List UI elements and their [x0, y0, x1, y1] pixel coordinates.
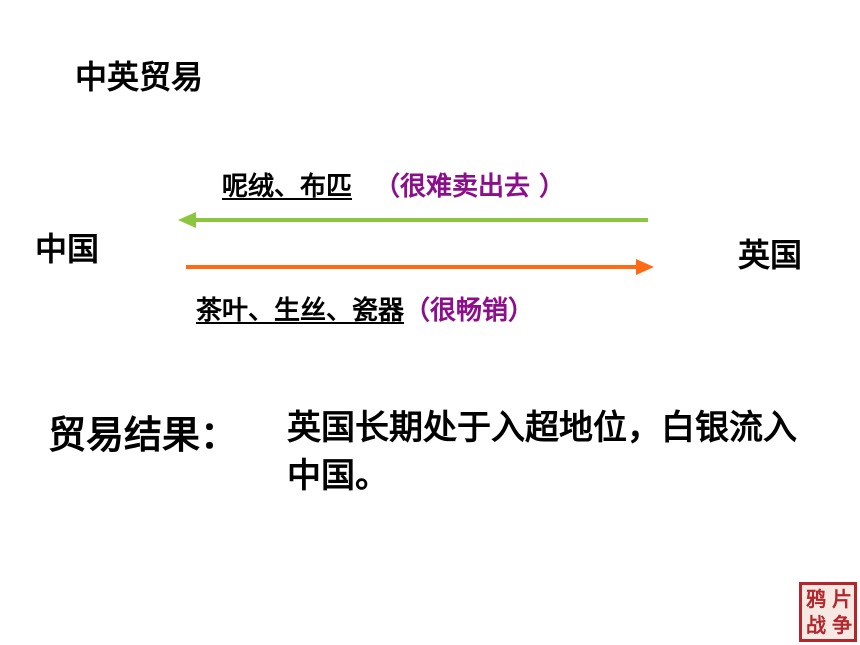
result-label: 贸易结果： [48, 413, 239, 457]
flow-to-britain-label: 茶叶、生丝、瓷器（很畅销） [196, 290, 534, 327]
goods-to-china: 呢绒、布匹 [222, 172, 353, 202]
note-to-britain: （很畅销） [404, 296, 535, 326]
seal-char: 争 [832, 613, 852, 637]
note-to-china: （很难卖出去 ） [374, 172, 566, 202]
result-text: 英国长期处于入超地位，白银流入中国。 [287, 408, 797, 496]
goods-to-britain: 茶叶、生丝、瓷器 [196, 296, 405, 326]
seal-char: 片 [832, 587, 852, 611]
arrow-to-china-head [178, 212, 196, 228]
node-britain: 英国 [738, 236, 803, 274]
page-title: 中英贸易 [75, 58, 204, 96]
seal-char: 战 [806, 613, 826, 637]
arrow-to-britain-head [636, 259, 654, 275]
arrow-to-britain [186, 259, 654, 275]
arrow-to-china [178, 212, 648, 228]
flow-to-china-label: 呢绒、布匹 （很难卖出去 ） [222, 166, 565, 203]
node-china: 中国 [35, 230, 100, 268]
seal-stamp: 片 鸦 争 战 [799, 582, 857, 642]
seal-char: 鸦 [806, 587, 826, 611]
